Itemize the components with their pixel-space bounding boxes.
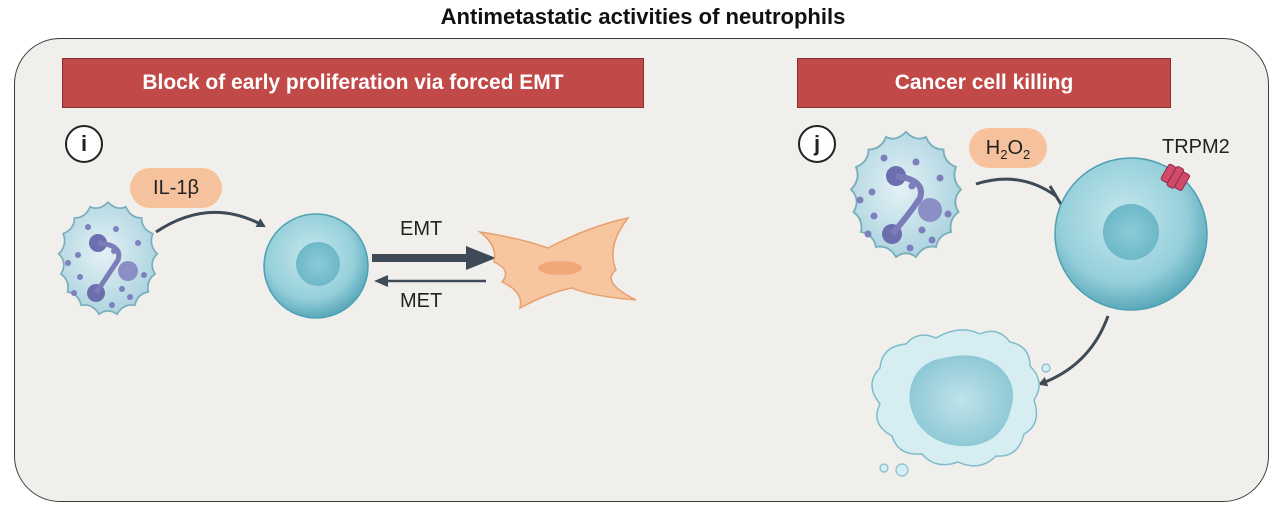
il1b-arrow xyxy=(155,210,266,234)
target-cancer-cell xyxy=(1054,157,1208,311)
trpm2-channel-icon xyxy=(1160,163,1191,191)
il1b-label: IL-1β xyxy=(130,168,222,208)
killing-arrow xyxy=(1038,315,1110,387)
marker-j-label: j xyxy=(813,131,821,156)
met-label: MET xyxy=(400,290,443,312)
emt-arrow xyxy=(372,246,496,270)
h2o2-inhibition-arrow xyxy=(975,177,1064,207)
met-arrow xyxy=(374,275,486,287)
marker-i-circle xyxy=(65,125,103,163)
emt-label: EMT xyxy=(400,218,443,240)
h2o2-o: O xyxy=(1007,137,1023,159)
figure-title: Antimetastatic activities of neutrophils xyxy=(440,4,846,29)
left-neutrophil xyxy=(57,201,159,316)
mesenchymal-cell xyxy=(477,216,637,310)
h2o2-sub1: 2 xyxy=(1000,147,1008,162)
epithelial-cell xyxy=(263,213,369,319)
h2o2-label: H2O2 xyxy=(969,128,1047,168)
h2o2-h: H xyxy=(985,137,1001,159)
h2o2-sub2: 2 xyxy=(1023,147,1031,162)
right-banner: Cancer cell killing xyxy=(797,58,1171,108)
dying-cell xyxy=(871,329,1051,477)
diagram-panel xyxy=(14,38,1269,502)
marker-i-label: i xyxy=(80,131,88,156)
marker-j-circle xyxy=(798,125,836,163)
left-banner: Block of early proliferation via forced … xyxy=(62,58,644,108)
right-neutrophil xyxy=(849,130,963,259)
trpm2-label: TRPM2 xyxy=(1162,136,1230,158)
